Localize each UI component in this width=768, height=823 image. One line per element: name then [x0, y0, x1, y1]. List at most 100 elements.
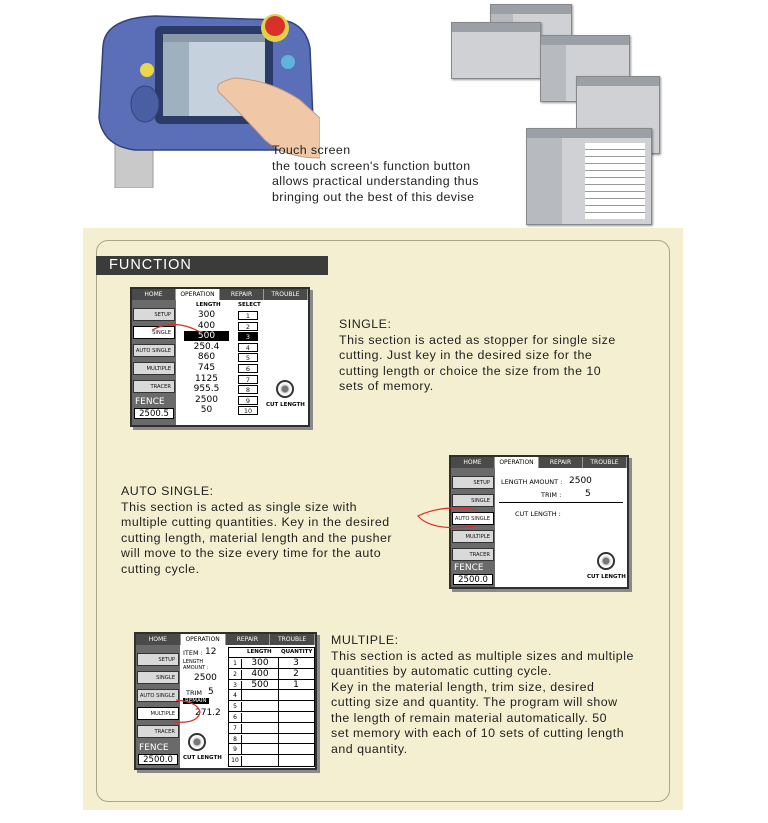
description-line: multiple cutting quantities. Key in the …	[121, 515, 390, 529]
select-button[interactable]: 1	[238, 311, 258, 320]
tab-operation[interactable]: OPERATION	[180, 634, 226, 645]
screen-sidebar: SETUP SINGLE AUTO SINGLE MULTIPLE TRACER…	[136, 645, 180, 768]
single-screen: HOME OPERATION REPAIR TROUBLE SETUP SING…	[130, 287, 310, 427]
quantity-header: QUANTITY	[281, 649, 313, 655]
sidebar-item-auto-single[interactable]: AUTO SINGLE	[137, 689, 179, 702]
description-line: set memory with each of 10 sets of cutti…	[331, 726, 625, 740]
tab-home[interactable]: HOME	[451, 457, 495, 468]
function-panel-frame	[96, 240, 670, 802]
cut-length-field-label: CUT LENGTH :	[515, 510, 561, 518]
select-button[interactable]: 8	[238, 385, 258, 395]
sidebar-item-tracer[interactable]: TRACER	[452, 548, 494, 561]
item-value[interactable]: 12	[205, 647, 217, 657]
sidebar-item-tracer[interactable]: TRACER	[133, 380, 175, 393]
length-cell: 2500	[195, 394, 218, 405]
sidebar-item-single[interactable]: SINGLE	[133, 326, 175, 339]
select-button[interactable]: 7	[238, 374, 258, 384]
description-line: This section is acted as stopper for sin…	[339, 332, 616, 347]
tab-trouble[interactable]: TROUBLE	[583, 457, 627, 468]
row-number: 3	[229, 680, 242, 691]
length-amount-value[interactable]: 2500	[194, 673, 217, 683]
length-cell	[242, 744, 279, 756]
sidebar-item-setup[interactable]: SETUP	[137, 653, 179, 666]
length-cell	[242, 712, 279, 723]
trim-value[interactable]: 5	[208, 687, 214, 697]
tab-repair[interactable]: REPAIR	[226, 634, 271, 645]
tab-trouble[interactable]: TROUBLE	[270, 634, 315, 645]
tab-repair[interactable]: REPAIR	[539, 457, 583, 468]
single-description: SINGLE: This section is acted as stopper…	[339, 317, 616, 395]
sidebar-item-setup[interactable]: SETUP	[133, 308, 175, 321]
sidebar-item-auto-single[interactable]: AUTO SINGLE	[452, 512, 494, 525]
table-row[interactable]: 7	[229, 721, 314, 734]
length-cell: 400	[197, 320, 216, 331]
sidebar-item-single[interactable]: SINGLE	[452, 494, 494, 507]
tab-repair[interactable]: REPAIR	[220, 289, 264, 300]
row-number: 5	[229, 702, 242, 713]
tab-operation[interactable]: OPERATION	[495, 457, 539, 468]
length-cell: 955.5	[193, 384, 220, 395]
description-line: cutting. Just key in the desired size fo…	[339, 348, 593, 362]
cut-length-icon[interactable]	[276, 380, 294, 398]
tab-trouble[interactable]: TROUBLE	[264, 289, 308, 300]
sidebar-item-single[interactable]: SINGLE	[137, 671, 179, 684]
item-label: ITEM :	[183, 649, 203, 657]
sidebar-item-setup[interactable]: SETUP	[452, 476, 494, 489]
row-number: 4	[229, 691, 242, 702]
table-row[interactable]: 10	[229, 754, 314, 767]
cut-length-label: CUT LENGTH	[266, 402, 305, 408]
length-amount-value[interactable]: 2500	[569, 476, 592, 486]
row-number: 8	[229, 734, 242, 745]
touch-line: the touch screen's function button	[272, 158, 471, 173]
sidebar-item-multiple[interactable]: MULTIPLE	[452, 530, 494, 543]
trim-value[interactable]: 5	[585, 489, 591, 499]
select-button[interactable]: 3	[238, 332, 258, 342]
cut-length-icon[interactable]	[188, 733, 206, 751]
sidebar-item-multiple[interactable]: MULTIPLE	[137, 707, 179, 720]
select-button[interactable]: 2	[238, 321, 258, 331]
sidebar-item-tracer[interactable]: TRACER	[137, 725, 179, 738]
multiple-content: ITEM : 12 LENGTH AMOUNT : 2500 TRIM 5 RE…	[180, 645, 315, 768]
select-button[interactable]: 6	[238, 364, 258, 373]
fence-value: 2500.5	[134, 408, 174, 419]
quantity-cell: 1	[293, 679, 299, 690]
length-cell: 300	[197, 310, 216, 320]
description-line: cutting length or choice the size from t…	[339, 363, 602, 378]
description-line: quantities by automatic cutting cycle.	[331, 664, 552, 678]
table-row[interactable]: 6	[229, 711, 314, 723]
length-cell: 860	[197, 352, 216, 363]
length-cell: 745	[197, 363, 216, 373]
row-number: 2	[229, 669, 242, 680]
select-button[interactable]: 10	[238, 406, 258, 416]
cut-length-icon[interactable]	[597, 552, 615, 570]
select-button[interactable]: 5	[238, 353, 258, 363]
tab-home[interactable]: HOME	[136, 634, 181, 645]
tab-operation[interactable]: OPERATION	[176, 289, 220, 300]
length-header: LENGTH	[196, 302, 221, 308]
section-title: SINGLE:	[339, 317, 392, 331]
sidebar-item-multiple[interactable]: MULTIPLE	[133, 362, 175, 375]
tab-home[interactable]: HOME	[132, 289, 176, 300]
multiple-screen: HOME OPERATION REPAIR TROUBLE SETUP SING…	[134, 632, 317, 770]
table-row[interactable]: 9	[229, 743, 314, 756]
trim-label: TRIM	[186, 689, 203, 697]
length-cell: 50	[200, 405, 213, 416]
select-button[interactable]: 4	[238, 342, 258, 352]
sidebar-item-auto-single[interactable]: AUTO SINGLE	[133, 344, 175, 357]
select-header: SELECT	[238, 302, 261, 308]
trim-label: TRIM :	[541, 491, 562, 499]
select-button[interactable]: 9	[238, 395, 258, 405]
auto-single-screen: HOME OPERATION REPAIR TROUBLE SETUP SING…	[449, 455, 629, 589]
description-line: Key in the material length, trim size, d…	[331, 679, 595, 694]
screen-thumbnail	[526, 128, 652, 225]
table-row[interactable]: 4	[229, 689, 314, 702]
section-title: AUTO SINGLE:	[121, 484, 214, 498]
screen-tabs: HOME OPERATION REPAIR TROUBLE	[132, 289, 308, 300]
table-row[interactable]: 5	[229, 700, 314, 713]
row-number: 6	[229, 713, 242, 723]
table-row[interactable]: 8	[229, 732, 314, 745]
